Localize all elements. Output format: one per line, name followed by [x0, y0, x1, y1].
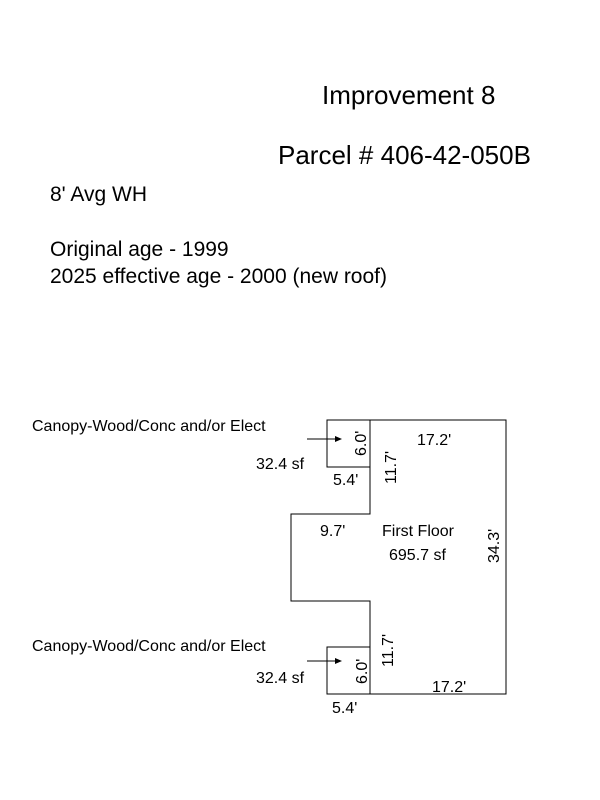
canopy-top-area: 32.4 sf — [256, 456, 305, 473]
first-floor-area: 695.7 sf — [389, 547, 446, 564]
first-floor-outline — [290, 419, 507, 695]
effective-age-note: 2025 effective age - 2000 (new roof) — [50, 265, 387, 288]
dim-lower-left-height: 11.7' — [380, 634, 397, 667]
canopy-bottom-area: 32.4 sf — [256, 670, 305, 687]
canopy-top-width: 5.4' — [333, 472, 358, 489]
canopy-top-height: 6.0' — [353, 431, 370, 456]
wall-height-note: 8' Avg WH — [50, 183, 147, 206]
dim-bottom-width: 17.2' — [432, 679, 466, 696]
dim-upper-left-height: 11.7' — [383, 451, 400, 484]
canopy-top-outline — [326, 419, 371, 468]
parcel-number: Parcel # 406-42-050B — [278, 140, 531, 170]
original-age-note: Original age - 1999 — [50, 238, 229, 261]
dim-notch-depth: 9.7' — [320, 523, 345, 540]
dim-right-height: 34.3' — [486, 529, 503, 563]
canopy-top-label: Canopy-Wood/Conc and/or Elect — [32, 418, 266, 435]
canopy-top-arrowhead — [335, 436, 342, 442]
dim-top-width: 17.2' — [417, 432, 451, 449]
canopy-bottom-arrowhead — [335, 658, 342, 664]
canopy-bottom-width: 5.4' — [332, 700, 357, 717]
canopy-bottom-label: Canopy-Wood/Conc and/or Elect — [32, 638, 266, 655]
canopy-bottom-height: 6.0' — [354, 659, 371, 684]
first-floor-label: First Floor — [382, 523, 455, 540]
canopy-bottom-outline — [326, 646, 371, 695]
improvement-title: Improvement 8 — [322, 80, 496, 110]
